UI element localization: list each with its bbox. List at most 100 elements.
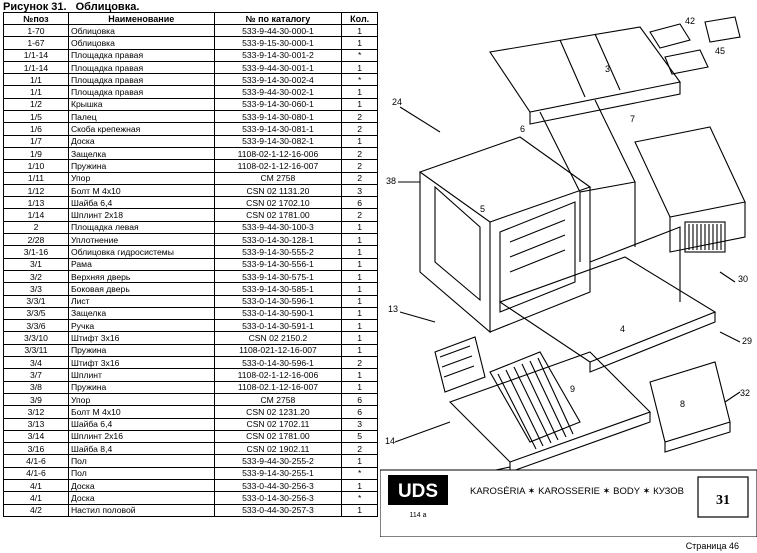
cell-position: 1/14 [3,208,69,222]
cell-name: Шайба 6,4 [67,196,215,210]
cell-position: 3/3/1 [3,294,69,308]
cell-quantity: 6 [341,196,378,210]
page-box-number: 31 [716,493,730,508]
cell-position: 1/13 [3,196,69,210]
cell-position: 4/1 [3,491,69,505]
cell-catalog-number: 533-9-14-30-080-1 [213,110,343,124]
cell-catalog-number: 533-0-14-30-590-1 [213,306,343,321]
cell-quantity: 2 [341,442,378,456]
cell-catalog-number: СМ 2758 [213,171,343,185]
cell-quantity: 2 [341,146,378,161]
cell-name: Защелка [67,146,215,161]
cell-name: Упор [67,171,215,185]
cell-name: Скоба крепежная [67,122,215,136]
cell-quantity: 2 [341,208,378,222]
logo-text: UDS [398,481,438,502]
cell-name: Лист [67,294,215,308]
cell-name: Пружина [67,343,215,358]
page-number-box [697,476,749,518]
cell-position: 1/2 [3,97,69,112]
cell-position: 1/1-14 [3,60,69,75]
svg-text:6: 6 [520,124,525,134]
figure-number: Рисунок 31. [3,1,67,13]
cell-name: Верхняя дверь [67,269,215,284]
cell-quantity: 2 [341,122,378,136]
cell-position: 3/7 [3,368,69,382]
cell-catalog-number: CSN 02 2150.2 [213,331,343,345]
page-footer: Страница 46 [685,541,739,551]
cell-quantity: 1 [341,97,378,112]
parts-table: №поз Наименование № по каталогу Кол. 1-7… [3,12,378,517]
cell-position: 1/6 [3,122,69,136]
cell-name: Болт М 4х10 [67,405,215,419]
cell-quantity: 1 [341,282,378,296]
cell-catalog-number: 533-9-44-30-002-1 [213,85,343,99]
cell-quantity: * [341,466,378,480]
cell-position: 3/1-16 [3,245,69,259]
cell-position: 1/7 [3,134,69,148]
cell-catalog-number: 533-9-14-30-060-1 [213,97,343,112]
cell-catalog-number: 1108-02-1-12-16-006 [213,146,343,161]
cell-name: Пол [67,454,215,468]
cell-name: Доска [67,491,215,505]
cell-name: Пол [67,466,215,480]
cell-catalog-number: 533-9-14-30-575-1 [213,269,343,284]
cell-position: 4/1-6 [3,454,69,468]
cell-position: 3/3/6 [3,319,69,333]
svg-text:42: 42 [685,16,695,26]
cell-name: Доска [67,478,215,493]
cell-position: 3/16 [3,442,69,456]
cell-name: Шайба 6,4 [67,417,215,431]
cell-name: Упор [67,392,215,407]
cell-quantity: 3 [341,183,378,198]
cell-name: Площадка левая [67,220,215,235]
svg-text:38: 38 [386,176,396,186]
cell-quantity: 1 [341,60,378,75]
cell-catalog-number: 1108-02.1-12-16-007 [213,380,343,394]
cell-quantity: * [341,491,378,505]
cell-position: 1/5 [3,110,69,124]
cell-quantity: 3 [341,417,378,431]
cell-name: Ручка [67,319,215,333]
cell-position: 4/1 [3,478,69,493]
cell-position: 1-70 [3,23,69,38]
side-door [649,361,731,443]
cell-catalog-number: 533-9-14-30-555-2 [213,245,343,259]
cell-position: 1/1 [3,73,69,87]
cell-name: Боковая дверь [67,282,215,296]
cell-quantity: 1 [341,503,378,517]
cell-position: 1/12 [3,183,69,198]
grille-lower [489,351,581,443]
cell-position: 3/3/10 [3,331,69,345]
cell-quantity: 1 [341,269,378,284]
cell-position: 3/13 [3,417,69,431]
cell-name: Пружина [67,159,215,173]
svg-text:29: 29 [742,336,752,346]
cell-position: 1/10 [3,159,69,173]
cell-name: Рама [67,257,215,271]
cell-quantity: 1 [341,380,378,394]
cell-position: 1/1-14 [3,48,69,62]
cell-catalog-number: 533-9-14-30-556-1 [213,257,343,271]
cell-position: 3/14 [3,429,69,444]
cell-quantity: 1 [341,331,378,345]
side-panel-right [634,126,746,218]
